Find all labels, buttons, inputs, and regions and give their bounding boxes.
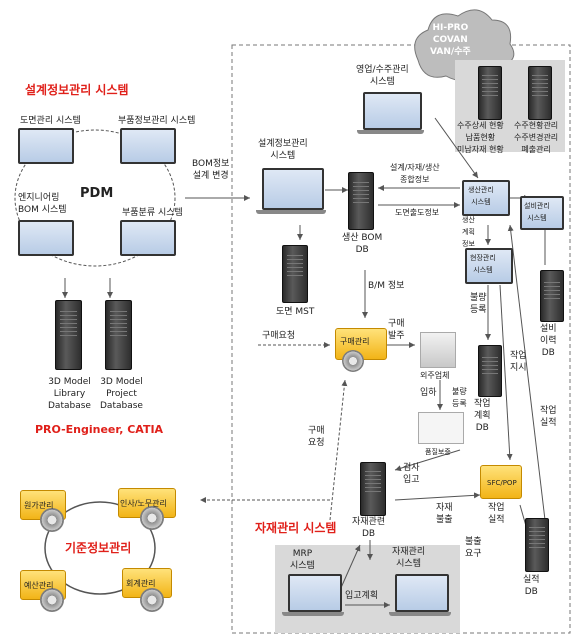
work-plan-db-server [478, 345, 502, 397]
prod-mgmt-label: 생산관리 시스템 [468, 186, 494, 206]
work-perf2-label: 작업 실적 [488, 503, 505, 525]
purchase-mgmt-label: 구매관리 [340, 337, 370, 346]
mrp-label: MRP 시스템 [290, 549, 315, 571]
defect-reg2-label: 불량 등록 [470, 293, 487, 315]
part-class-monitor [120, 220, 176, 256]
cost-gear-icon [40, 508, 64, 532]
purchase-req-label: 구매요청 [262, 331, 296, 341]
order-change-server [528, 66, 552, 120]
quality-icon [418, 412, 464, 444]
hr-gear-icon [140, 506, 164, 530]
defect-reg-label: 불량 등록 [452, 387, 467, 408]
field-mgmt-monitor [465, 248, 513, 284]
mat-laptop [395, 574, 449, 612]
drawing-mgmt-label: 도면관리 시스템 [20, 116, 81, 126]
quality-label: 품질보증 [425, 448, 451, 456]
order-status-label: 수주상세 현황 납품현황 미납자재 현황 [457, 121, 504, 154]
mat-laptop-base [389, 612, 451, 616]
purchase-gear-icon [342, 350, 364, 372]
account-label: 회계관리 [126, 579, 156, 588]
inspect-label: 검사 입고 [403, 463, 420, 485]
perf-db-label: 실적 DB [523, 575, 540, 597]
project-db-label: 3D Model Project Database [100, 377, 143, 411]
material-system-title: 자재관리 시스템 [255, 521, 337, 535]
part-info-label: 부품정보관리 시스템 [118, 116, 196, 126]
outsourcer-building [420, 332, 456, 368]
purchase-order-label: 구매 발주 [388, 319, 405, 341]
receive-label: 입하 [420, 388, 437, 398]
facility-db-server [540, 270, 564, 322]
pdm-label: PDM [80, 186, 114, 201]
design-laptop-base [256, 210, 326, 214]
mat-laptop-label: 자재관리 시스템 [392, 547, 426, 569]
facility-db-label: 설비 이력 DB [540, 324, 557, 358]
sales-laptop-base [357, 130, 424, 134]
bom-db-label: 생산 BOM DB [342, 233, 383, 255]
sfc-folder [480, 465, 522, 499]
order-change-label: 수주현황관리 수주변경관리 폐출관리 [514, 121, 559, 154]
bom-change-label: BOM정보 설계 변경 [192, 159, 230, 181]
baseinfo-ring [44, 501, 156, 595]
pdm-ring [14, 129, 176, 267]
sales-laptop [363, 92, 422, 130]
design-laptop-label: 설계정보관리 시스템 [258, 139, 308, 161]
library-db-server [55, 300, 82, 370]
budget-gear-icon [40, 588, 64, 612]
prod-info-label: 설계/자재/생산 종합정보 [390, 163, 440, 184]
prod-mgmt-monitor [462, 180, 510, 216]
library-db-label: 3D Model Library Database [48, 377, 91, 411]
out-req-label: 불출 요구 [465, 537, 482, 559]
design-system-title: 설계정보관리 시스템 [25, 83, 129, 97]
work-plan-db-label: 작업 계획 DB [474, 399, 491, 433]
part-class-label: 부품분류 시스템 [122, 208, 183, 218]
material-db-server [360, 462, 386, 516]
bm-info-label: B/M 정보 [368, 281, 405, 291]
drawing-monitor [18, 128, 74, 164]
work-perf-label: 작업 실적 [540, 406, 557, 428]
eng-bom-monitor [18, 220, 74, 256]
eng-bom-label: 엔지니어링 BOM 시스템 [18, 193, 67, 215]
drawing-out-label: 도면출도정보 [395, 208, 440, 217]
perf-db-server [525, 518, 549, 572]
work-inst-label: 작업 지시 [510, 351, 527, 373]
purchase-req2-label: 구매 요청 [308, 426, 325, 448]
design-laptop [262, 168, 324, 210]
cad-label: PRO-Engineer, CATIA [35, 423, 164, 436]
account-gear-icon [140, 588, 164, 612]
sales-label: 영업/수주관리 시스템 [356, 65, 409, 87]
drawing-mst-server [282, 245, 308, 303]
material-db-label: 자재관련 DB [352, 517, 386, 539]
cost-label: 원가관리 [24, 501, 54, 510]
budget-label: 예산관리 [24, 581, 54, 590]
material-out-label: 자재 불출 [436, 503, 453, 525]
field-mgmt-label: 현장관리 시스템 [470, 254, 496, 274]
cloud-label: HI-PRO COVAN VAN/수주 [430, 23, 471, 57]
sfc-label: SFC/POP [487, 479, 517, 487]
mrp-laptop [288, 574, 342, 612]
project-db-server [105, 300, 132, 370]
receive-plan-label: 입고계획 [345, 591, 379, 601]
outsourcer-label: 외주업체 [420, 371, 450, 380]
bom-db-server [348, 172, 374, 230]
part-info-monitor [120, 128, 176, 164]
base-info-title: 기준정보관리 [65, 541, 132, 555]
hr-label: 인사/노무관리 [120, 499, 167, 508]
prod-plan-label: 생산 계획 정보 [462, 216, 475, 248]
facility-mgmt-label: 설비관리 시스템 [524, 202, 550, 222]
order-status-server [478, 66, 502, 120]
drawing-mst-label: 도면 MST [276, 307, 315, 317]
mrp-laptop-base [282, 612, 344, 616]
facility-monitor [520, 196, 564, 230]
